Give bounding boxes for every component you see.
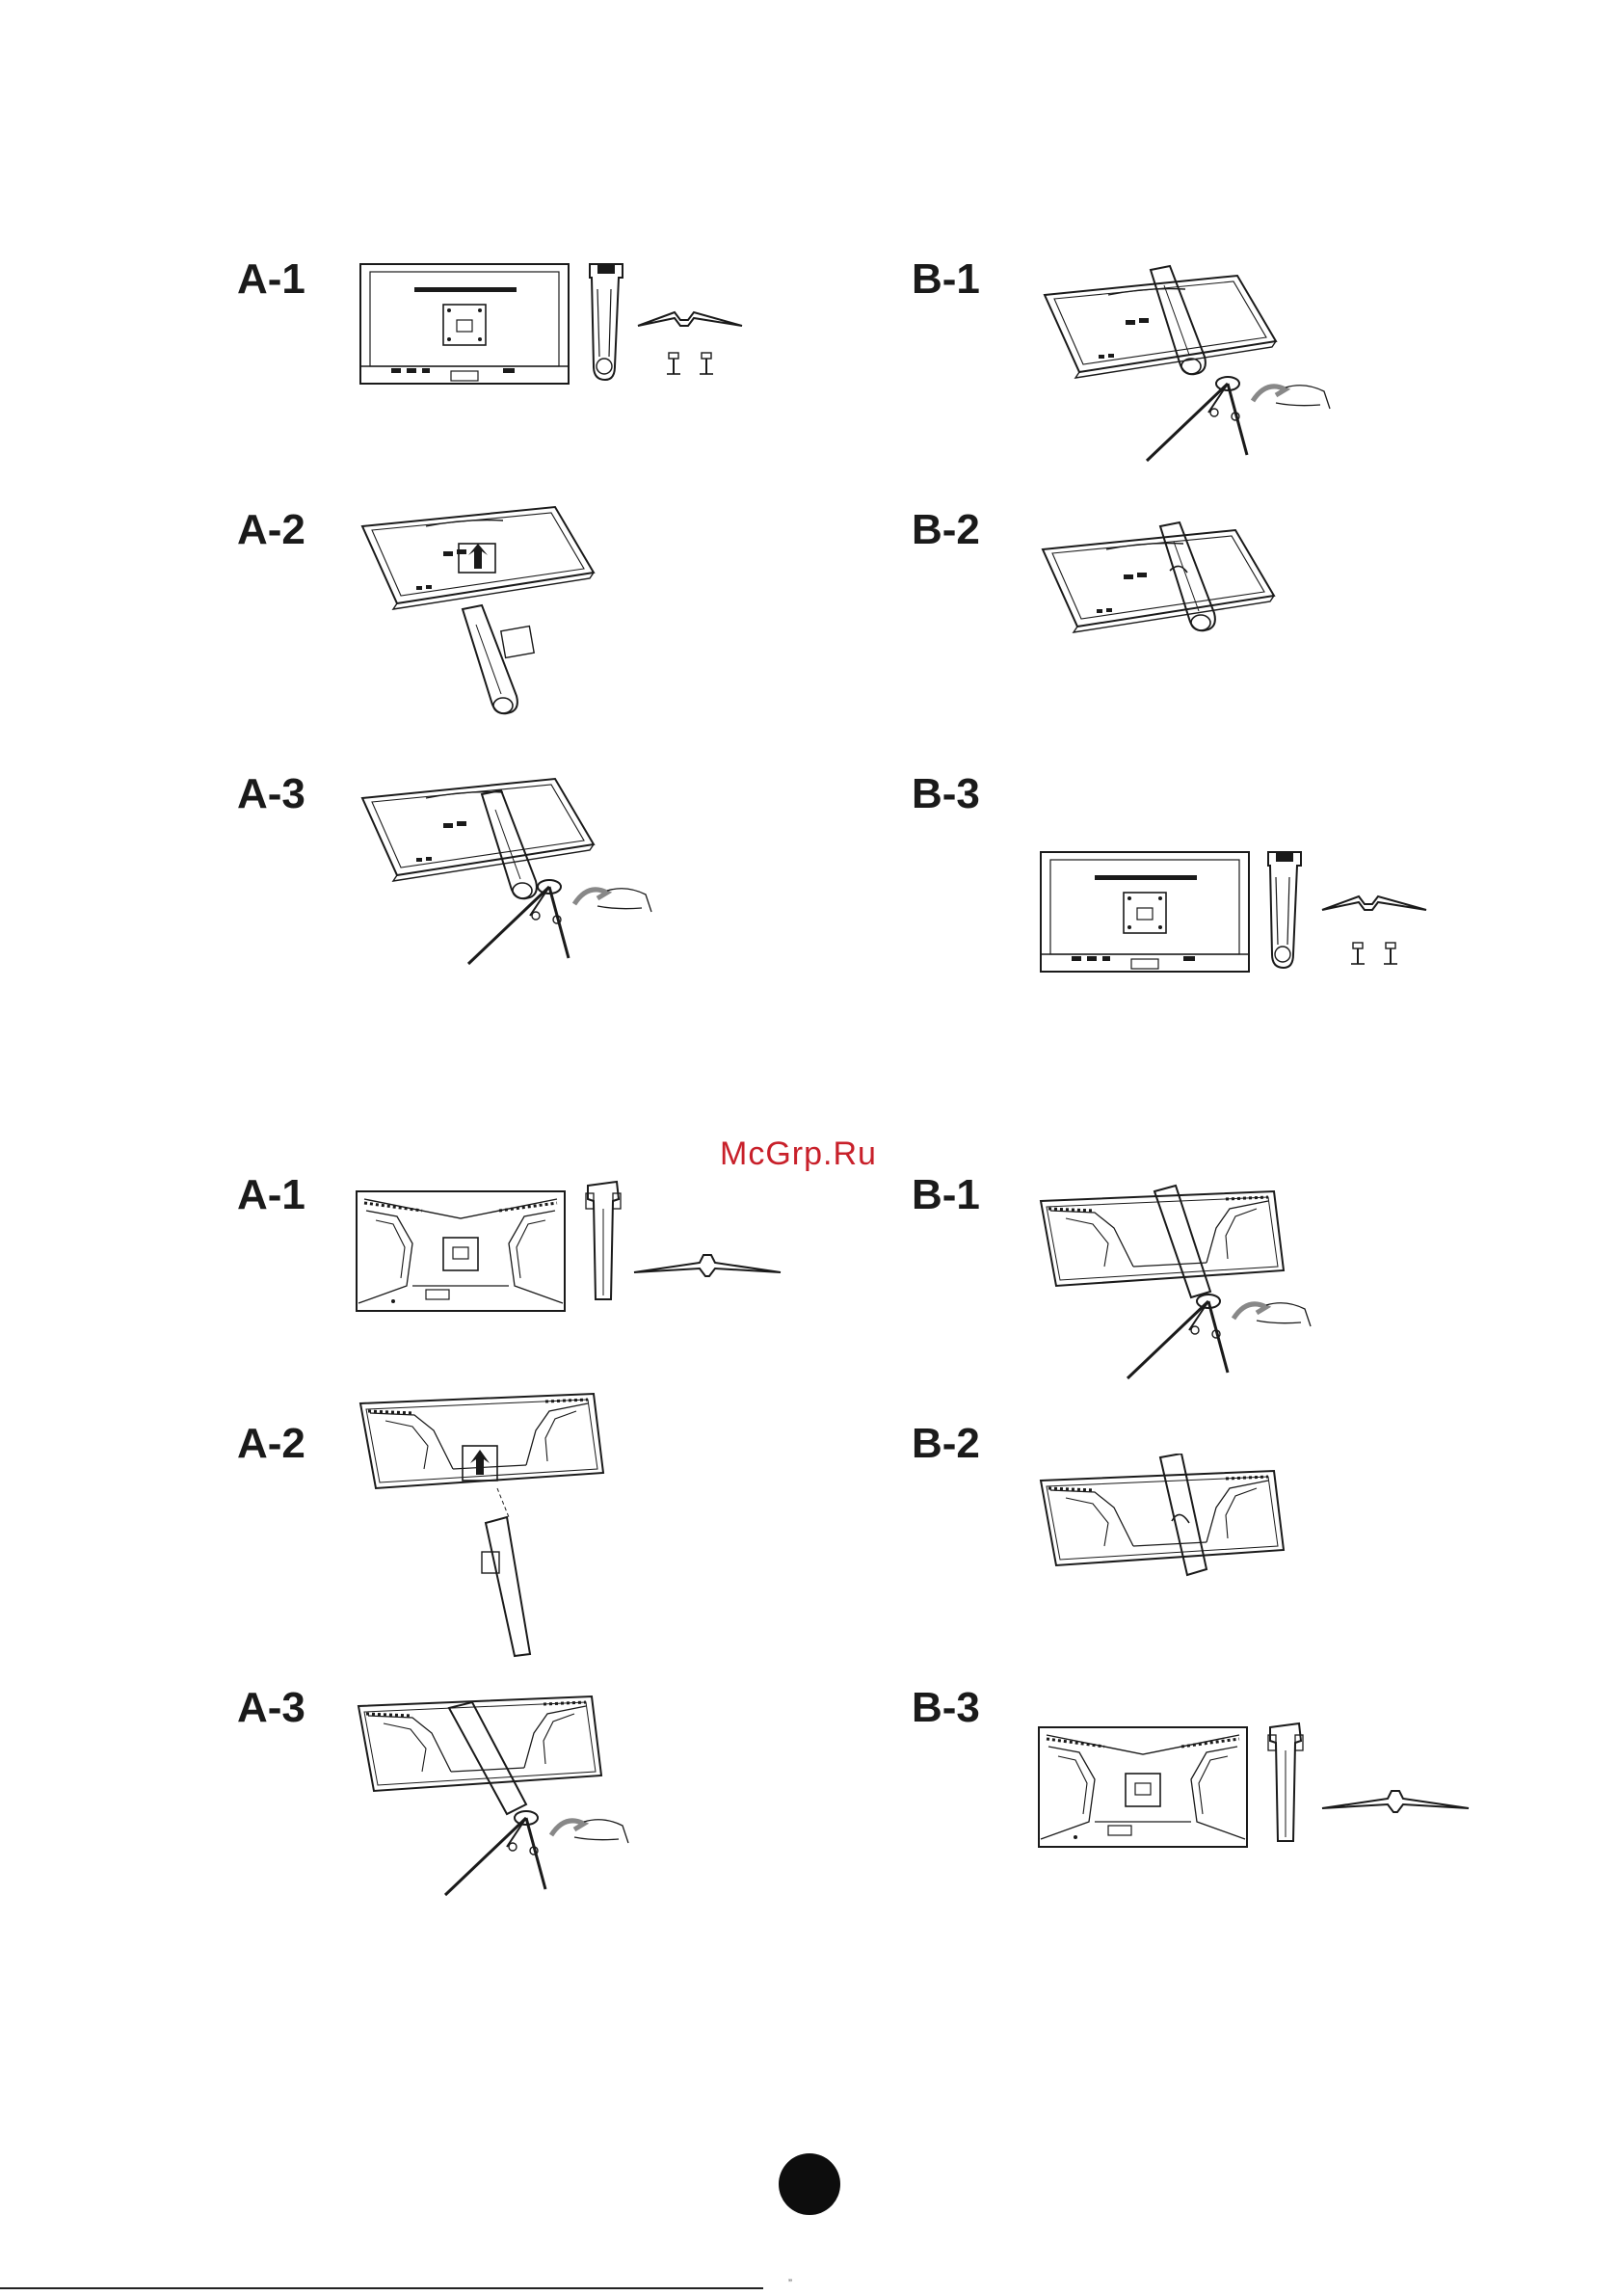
- illustration-b3-gaming-parts-separated: [1035, 1716, 1478, 1855]
- illustration-b2-gaming-release-stand: [1035, 1454, 1295, 1598]
- step-label-b2-gaming: B-2: [912, 1423, 980, 1465]
- step-label-b1-gaming: B-1: [912, 1174, 980, 1216]
- page-number-dot: [779, 2153, 840, 2215]
- step-label-a3-gaming: A-3: [237, 1687, 305, 1729]
- step-label-b3: B-3: [912, 773, 980, 815]
- illustration-a2-attach-stand: [357, 501, 617, 733]
- illustration-a1-monitor-stand-base-screws: [357, 258, 761, 393]
- illustration-b2-release-stand: [1035, 503, 1295, 657]
- illustration-b1-detach-base: [1035, 253, 1353, 465]
- illustration-a3-attach-base: [357, 771, 675, 983]
- step-label-a1: A-1: [237, 258, 305, 301]
- step-label-a3: A-3: [237, 773, 305, 815]
- illustration-b3-parts-separated: [1035, 846, 1440, 981]
- footer-rule: [0, 2287, 763, 2289]
- step-label-a2-gaming: A-2: [237, 1423, 305, 1465]
- step-label-a1-gaming: A-1: [237, 1174, 305, 1216]
- illustration-a1-gaming-parts: [353, 1178, 796, 1317]
- step-label-a2: A-2: [237, 509, 305, 551]
- illustration-a3-gaming-attach-base: [353, 1689, 642, 1905]
- step-label-b1: B-1: [912, 258, 980, 301]
- illustration-a2-gaming-attach-stand: [353, 1388, 613, 1658]
- watermark-text: McGrp.Ru: [720, 1135, 877, 1173]
- step-label-b3-gaming: B-3: [912, 1687, 980, 1729]
- step-label-b2: B-2: [912, 509, 980, 551]
- footer-mark: ”: [788, 2277, 792, 2290]
- illustration-b1-gaming-detach-base: [1035, 1176, 1324, 1392]
